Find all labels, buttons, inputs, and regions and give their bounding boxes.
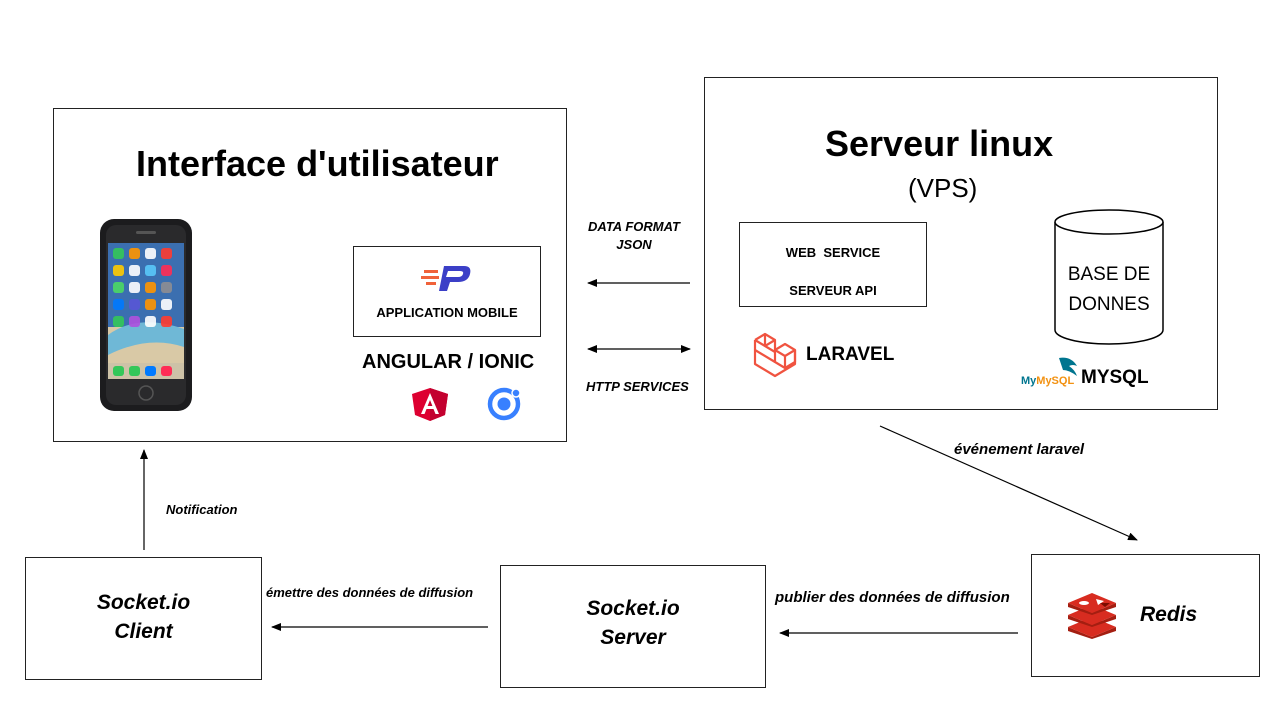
laravel-icon xyxy=(753,332,797,378)
socket-server-label: Socket.io Server xyxy=(501,594,765,652)
mysql-icon: MyMySQL xyxy=(1021,357,1077,387)
user-interface-title: Interface d'utilisateur xyxy=(136,143,499,184)
ionic-icon xyxy=(487,387,521,421)
angular-icon xyxy=(412,388,448,421)
database-label-line1: BASE DE xyxy=(1067,264,1151,285)
socket-server-line1: Socket.io xyxy=(586,597,680,620)
web-service-box: WEB SERVICE SERVEUR API xyxy=(739,222,927,307)
socket-client-line2: Client xyxy=(114,620,173,643)
application-mobile-label: APPLICATION MOBILE xyxy=(376,305,518,320)
laravel-event-arrow xyxy=(879,425,1138,541)
svg-text:MyMySQL: MyMySQL xyxy=(1021,375,1074,387)
emit-label: émettre des données de diffusion xyxy=(266,585,474,600)
http-services-label: HTTP SERVICES xyxy=(586,379,689,394)
data-format-label: DATA FORMAT JSON xyxy=(578,219,690,252)
redis-icon xyxy=(1068,593,1116,639)
redis-label: Redis xyxy=(1140,603,1198,626)
redis-box: Redis xyxy=(1031,554,1260,677)
web-service-label: WEB SERVICE xyxy=(785,245,881,260)
database-icon xyxy=(1054,209,1164,345)
laravel-label: LARAVEL xyxy=(806,344,895,365)
mysql-label: MYSQL xyxy=(1081,367,1149,388)
socket-server-line2: Server xyxy=(600,626,666,649)
data-format-line2: JSON xyxy=(616,237,652,252)
linux-server-box: Serveur linux (VPS) WEB SERVICE SERVEUR … xyxy=(704,77,1218,410)
smartphone-icon xyxy=(100,219,192,411)
socket-client-label: Socket.io Client xyxy=(26,588,261,646)
notification-label: Notification xyxy=(166,502,238,517)
publish-label: publier des données de diffusion xyxy=(775,589,1010,606)
api-server-label: SERVEUR API xyxy=(789,283,877,298)
user-interface-box: Interface d'utilisateur xyxy=(53,108,567,442)
app-logo-icon xyxy=(421,266,471,291)
server-title: Serveur linux xyxy=(825,123,1054,164)
socket-client-line1: Socket.io xyxy=(96,591,191,614)
data-format-line1: DATA FORMAT xyxy=(588,219,680,234)
database-label: BASE DE DONNES xyxy=(1053,260,1165,320)
framework-label: ANGULAR / IONIC xyxy=(362,351,535,373)
application-mobile-box: APPLICATION MOBILE xyxy=(353,246,541,337)
laravel-event-label: événement laravel xyxy=(954,441,1085,458)
socket-server-box: Socket.io Server xyxy=(500,565,766,688)
socket-client-box: Socket.io Client xyxy=(25,557,262,680)
database-label-line2: DONNES xyxy=(1068,294,1150,315)
server-subtitle: (VPS) xyxy=(908,173,978,203)
